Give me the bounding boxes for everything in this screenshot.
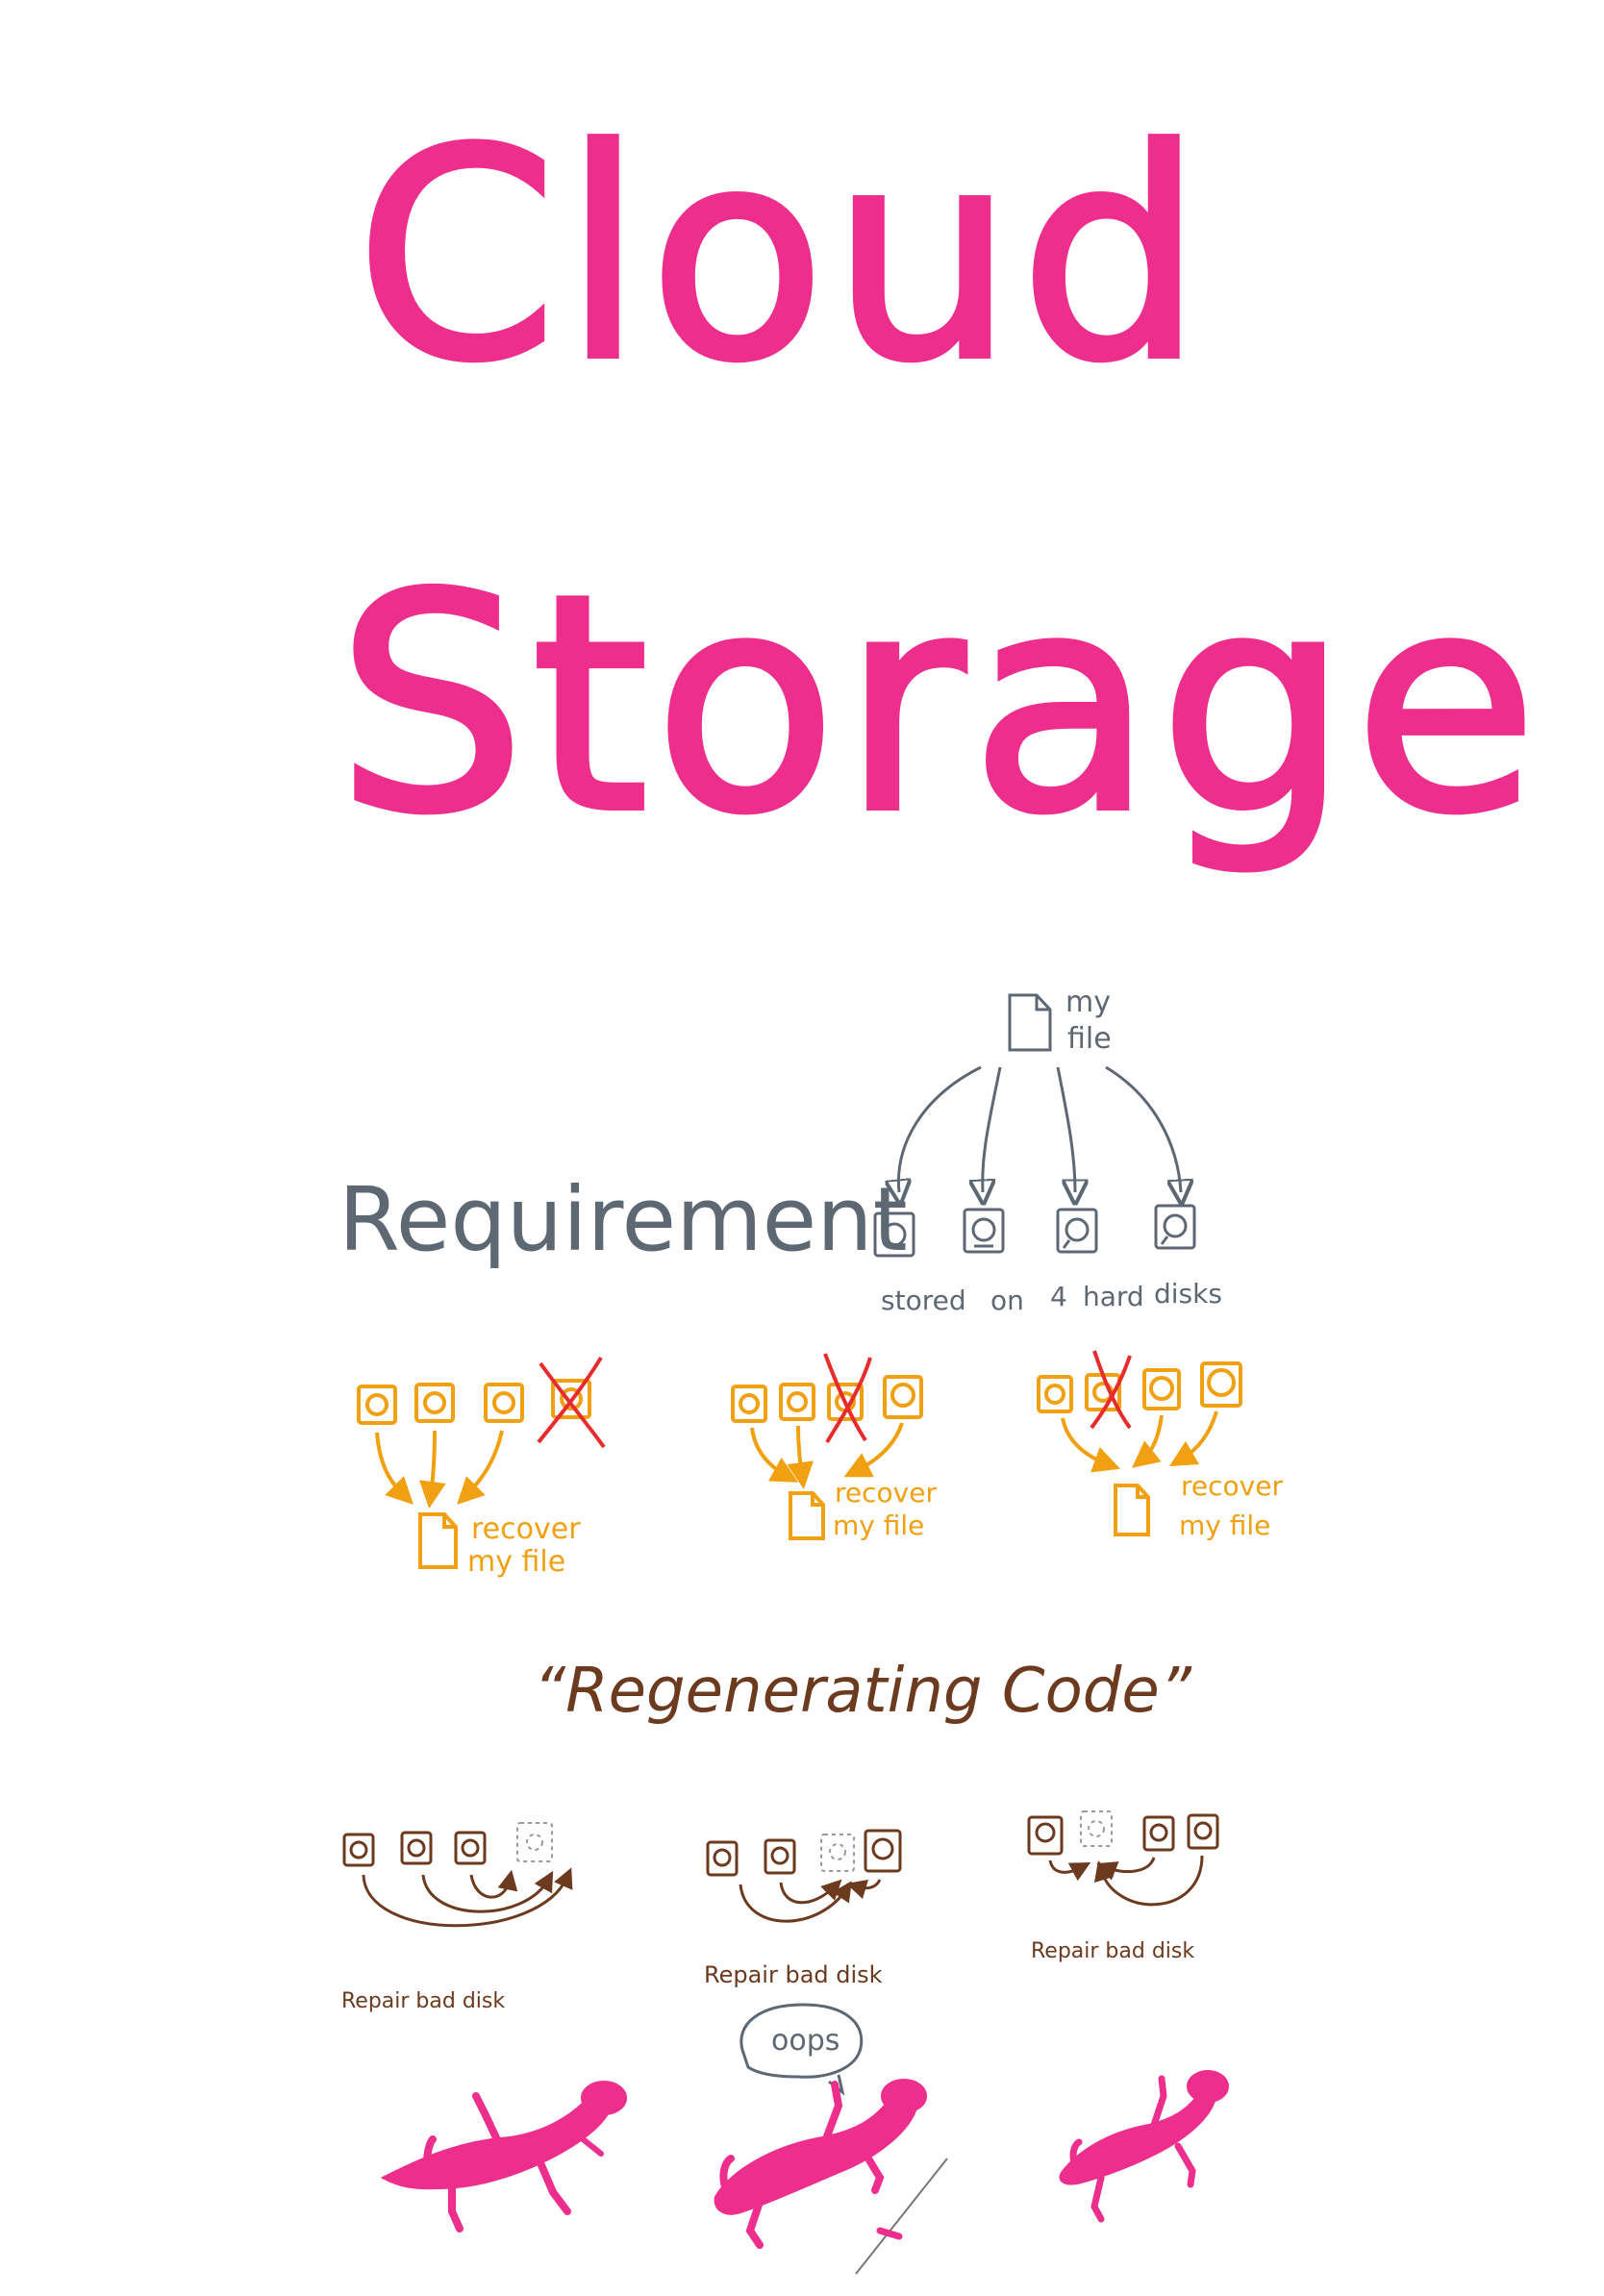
distribution-arrows [898,1065,1181,1192]
hard-disk-icon [1142,1368,1181,1410]
hard-disk-icon [963,1208,1005,1254]
hard-disk-icon [731,1385,767,1423]
failed-disk-cross-icon [1090,1350,1132,1430]
hard-disk-icon [779,1383,815,1421]
repair-label: Repair bad disk [341,1989,505,2013]
hard-disks-row [873,1204,1196,1258]
hard-disk-icon [1056,1208,1098,1254]
recovery-scenario-2: recover my file [731,1353,937,1541]
hard-disk-icon [1187,1813,1219,1850]
hard-disk-icon [357,1385,397,1425]
hard-disk-icon [342,1833,375,1867]
repair-scenario-2: Repair bad disk [704,1829,902,1988]
hard-disk-icon [454,1831,487,1865]
hard-disk-icon [1142,1815,1175,1852]
salamander-1-icon [380,2081,627,2233]
hard-disk-icon [1037,1375,1073,1413]
missing-disk-icon [516,1822,553,1862]
hard-disk-icon [864,1829,902,1873]
recover-label-1: recover [1181,1470,1283,1502]
caption-word: hard [1083,1281,1144,1312]
my-file-label-2: file [1067,1022,1112,1056]
recover-label-1: recover [471,1512,581,1546]
failed-disk-cross-icon [823,1353,872,1444]
recover-label-2: my file [1179,1510,1270,1541]
hard-disk-icon [1154,1204,1196,1250]
file-icon [1008,993,1052,1052]
hard-disk-icon [1200,1361,1242,1408]
tail-fragment-icon [876,2227,903,2240]
caption-word: disks [1154,1278,1222,1310]
salamander-3-icon [1059,2070,1229,2223]
repair-scenario-1: Repair bad disk [341,1822,573,2013]
hard-disk-icon [484,1383,524,1423]
my-file-node [1008,993,1052,1052]
disks-caption: stored on 4 hard disks [881,1278,1222,1316]
hard-disk-icon [764,1838,796,1875]
failed-disk-cross-icon [537,1356,606,1449]
repair-label: Repair bad disk [704,1961,883,1988]
my-file-label-1: my [1065,986,1111,1019]
repair-label: Repair bad disk [1031,1939,1194,1963]
hard-disk-icon [883,1375,923,1419]
hard-disk-icon [400,1831,433,1865]
hard-disk-icon [1027,1815,1064,1856]
recover-label-2: my file [833,1510,924,1541]
salamander-2-icon [714,2079,927,2249]
recovery-scenario-1: recover my file [357,1356,606,1579]
title-storage: Storage [337,532,1543,879]
hard-disk-icon [873,1211,915,1258]
caption-word: on [990,1285,1024,1316]
hard-disk-icon [706,1840,739,1877]
title-cloud: Cloud [356,88,1209,424]
caption-word: 4 [1050,1281,1067,1312]
missing-disk-icon [1080,1810,1113,1847]
hard-disk-icon [414,1383,455,1423]
file-icon [789,1491,825,1540]
requirement-heading: Requirement [338,1168,908,1271]
missing-disk-icon [820,1834,855,1872]
hard-disk-icon [551,1379,591,1419]
repair-scenario-3: Repair bad disk [1027,1810,1219,1963]
recover-label-2: my file [467,1545,565,1579]
caption-word: stored [881,1285,966,1316]
regenerating-heading: “Regenerating Code” [534,1656,1192,1727]
file-icon [1114,1484,1150,1536]
file-icon [418,1512,458,1569]
cut-line [855,2158,948,2275]
speech-text: oops [771,2024,840,2058]
recover-label-1: recover [835,1477,937,1509]
recovery-scenario-3: recover my file [1037,1350,1283,1541]
